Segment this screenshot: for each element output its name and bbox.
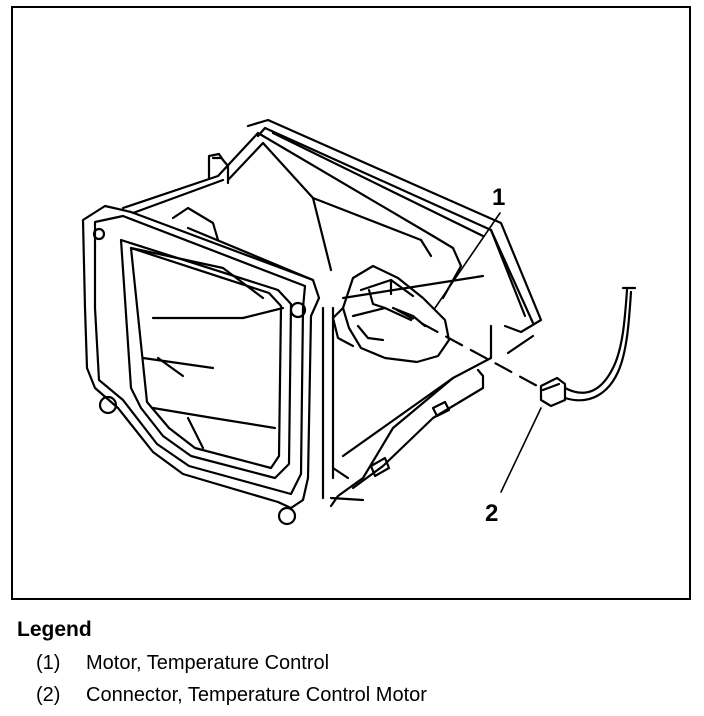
legend-title: Legend (17, 618, 92, 641)
legend-item-text: Connector, Temperature Control Motor (86, 684, 427, 706)
top-rail (246, 118, 543, 355)
legend-item-number: (2) (36, 684, 61, 706)
figure-frame: 1 2 (11, 6, 691, 600)
connector-and-wire-drawing (395, 286, 637, 408)
front-flange (81, 204, 321, 526)
top-tab (207, 152, 230, 185)
callout-leaders (434, 212, 542, 493)
callout-2: 2 (485, 500, 499, 527)
legend-item-text: Motor, Temperature Control (86, 652, 330, 674)
callout-1: 1 (492, 184, 506, 211)
housing-body (121, 131, 493, 508)
legend-item-2: (2) Connector, Temperature Control Motor (36, 684, 427, 707)
temperature-control-motor-drawing (331, 264, 451, 364)
legend-item-1: (1) Motor, Temperature Control (36, 652, 329, 675)
hvac-module-illustration (81, 118, 637, 526)
legend-item-number: (1) (36, 652, 61, 674)
